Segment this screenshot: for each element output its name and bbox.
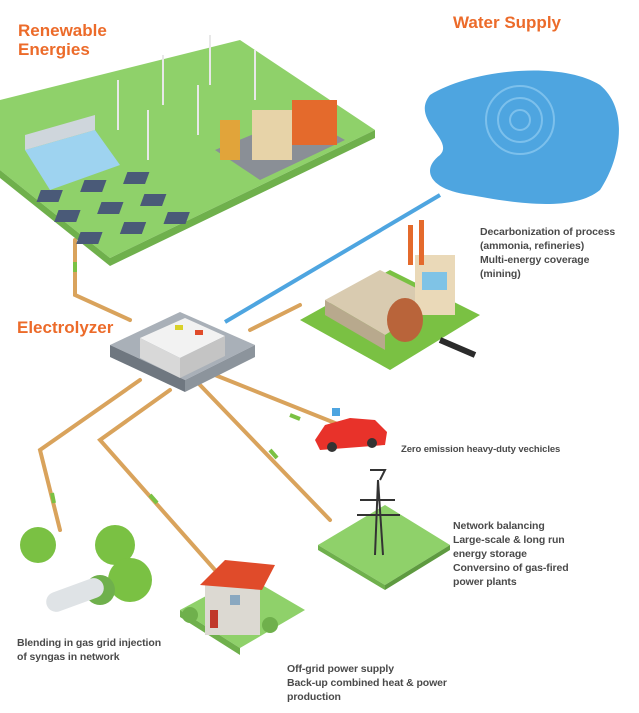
pipe-renewables-electrolyzer xyxy=(73,238,132,322)
pipe-to-house xyxy=(97,388,217,572)
power-grid-tower xyxy=(318,469,450,590)
pipe-to-vehicles xyxy=(213,373,342,427)
vehicles-note: Zero emission heavy-duty vechicles xyxy=(401,444,561,455)
grid-note: Network balancing Large-scale & long run… xyxy=(453,520,569,588)
offgrid-note: Off-grid power supply Back-up combined h… xyxy=(287,663,447,703)
gas-grid-note: Blending in gas grid injection of syngas… xyxy=(17,637,162,663)
pipe-to-gas xyxy=(37,378,142,532)
hydro-dam-icon xyxy=(25,115,120,190)
pipe-to-industry xyxy=(248,303,302,332)
red-car-icon xyxy=(315,408,387,452)
pipe-to-grid xyxy=(198,383,332,522)
wind-turbines-icon xyxy=(117,35,256,160)
renewable-energy-platform xyxy=(0,35,375,266)
pipes xyxy=(37,238,342,572)
power-plant-icon xyxy=(215,100,345,180)
electrolyzer-title: Electrolyzer xyxy=(17,318,114,337)
solar-panels-icon xyxy=(36,172,190,244)
industry-note: Decarbonization of process (ammonia, ref… xyxy=(480,226,616,280)
renewable-energies-title: Renewable Energies xyxy=(18,21,107,59)
electrolyzer-unit xyxy=(110,312,255,392)
industrial-plant xyxy=(300,220,480,370)
gas-grid-trees xyxy=(20,525,152,612)
house-icon xyxy=(180,560,305,655)
pipe-accents xyxy=(50,262,301,505)
water-supply-title: Water Supply xyxy=(453,13,561,32)
water-pipe xyxy=(223,193,442,324)
water-supply-lake xyxy=(424,70,619,205)
